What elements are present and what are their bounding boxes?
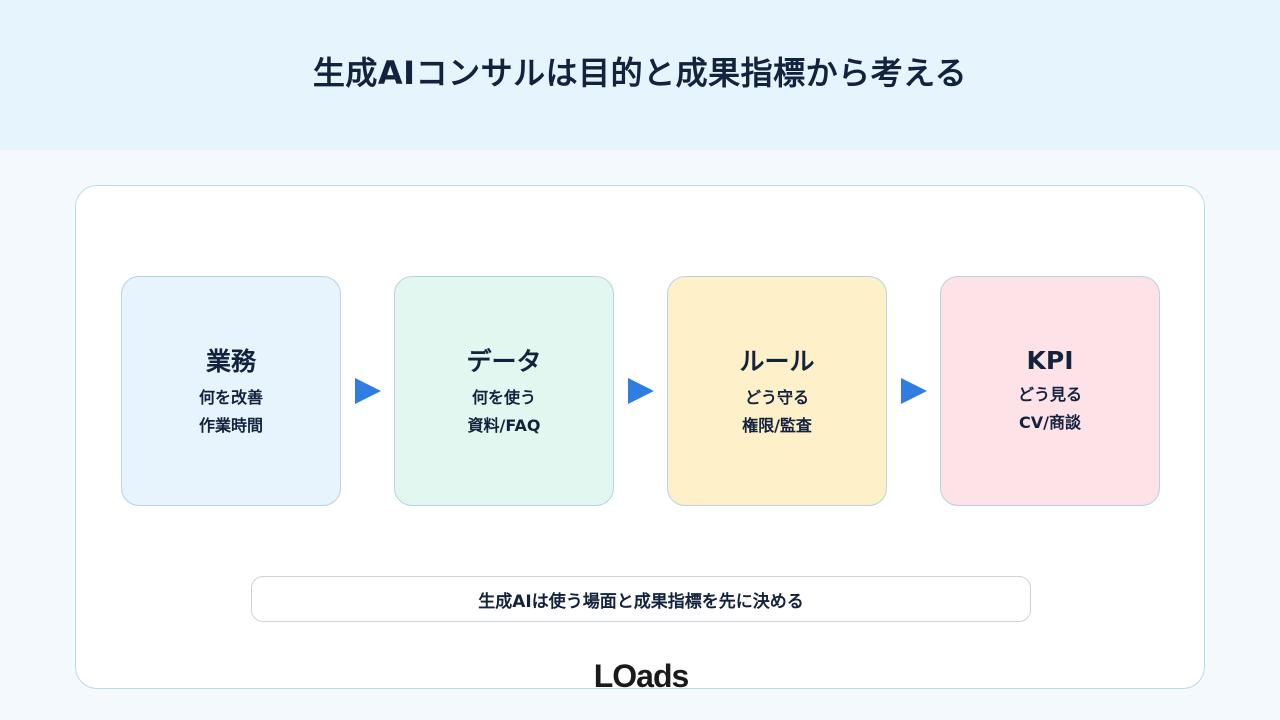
flow-card-operations: 業務 何を改善 作業時間 <box>121 276 341 506</box>
card-example: CV/商談 <box>1019 412 1081 432</box>
right-arrow-icon <box>628 378 654 404</box>
card-question: どう見る <box>1017 384 1082 404</box>
brand-logo: LOads <box>593 658 690 694</box>
header-band: 生成AIコンサルは目的と成果指標から考える <box>0 0 1280 150</box>
card-title: 業務 <box>205 347 256 376</box>
right-arrow-icon <box>355 378 381 404</box>
card-question: 何を使う <box>471 388 536 407</box>
flow-card-kpi: KPI どう見る CV/商談 <box>940 276 1160 506</box>
card-title: データ <box>466 347 542 376</box>
card-example: 作業時間 <box>198 416 263 435</box>
card-title: ルール <box>739 347 815 376</box>
flow-card-data: データ 何を使う 資料/FAQ <box>394 276 614 506</box>
diagram-panel: 業務 何を改善 作業時間 データ 何を使う 資料/FAQ ルール どう守る 権限… <box>75 185 1205 694</box>
card-example: 権限/監査 <box>742 416 812 435</box>
card-question: どう守る <box>744 388 809 407</box>
page-title: 生成AIコンサルは目的と成果指標から考える <box>312 54 968 92</box>
flow-card-rules: ルール どう守る 権限/監査 <box>667 276 887 506</box>
card-example: 資料/FAQ <box>467 416 541 435</box>
right-arrow-icon <box>901 378 927 404</box>
card-title: KPI <box>1026 345 1074 375</box>
summary-note: 生成AIは使う場面と成果指標を先に決める <box>251 576 1031 622</box>
card-question: 何を改善 <box>198 388 263 407</box>
